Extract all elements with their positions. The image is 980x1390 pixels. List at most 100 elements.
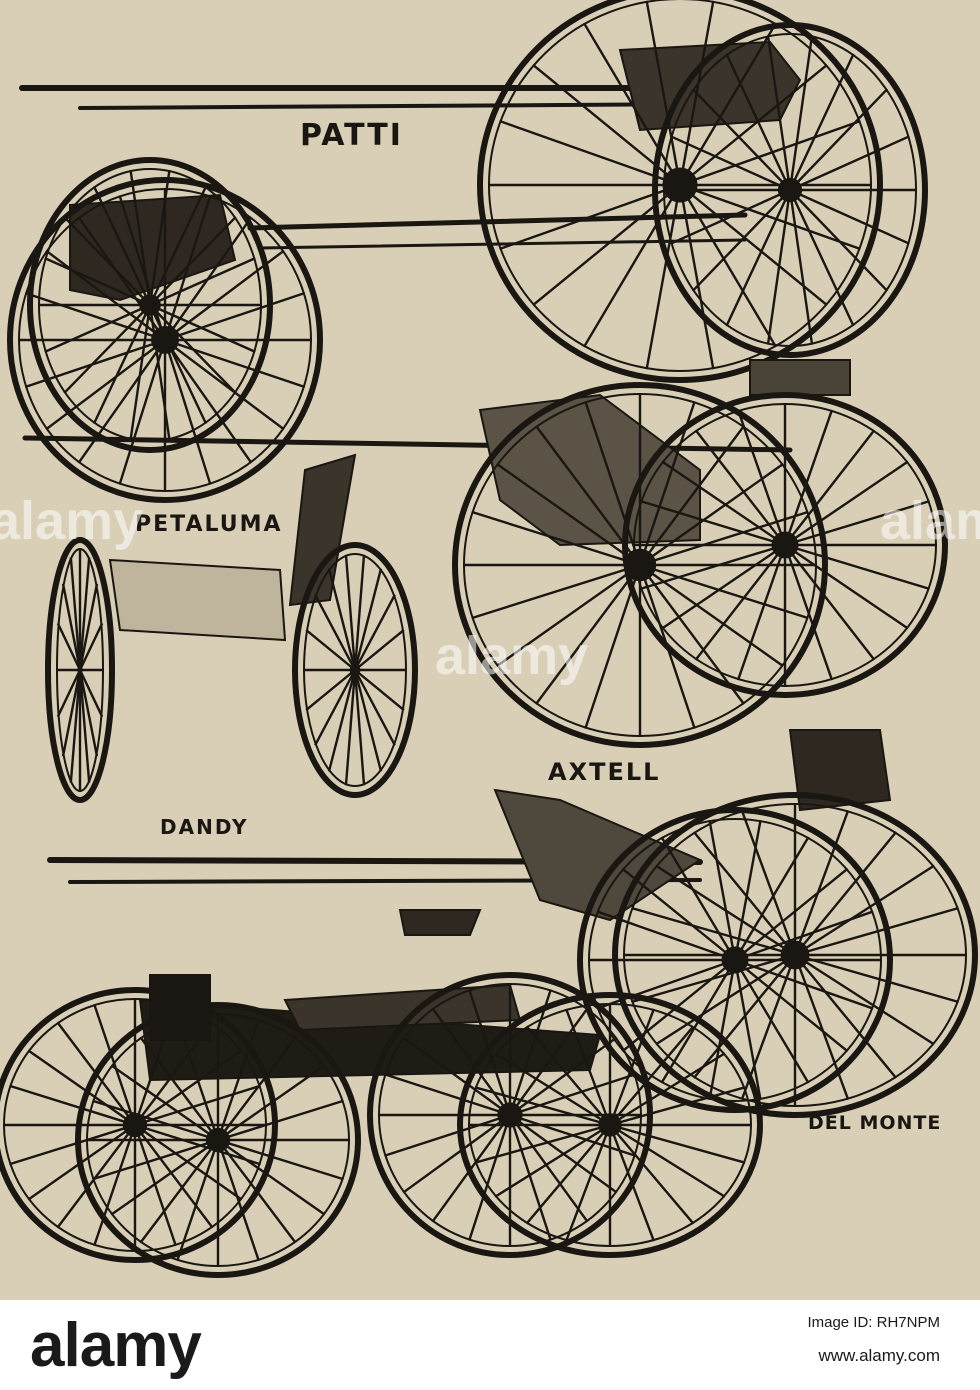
surrey-wheel-rear-right-spoke <box>216 1018 260 1141</box>
axtell-wheel-front-spoke <box>784 543 930 591</box>
surrey-wheel-front-right-spoke <box>609 1086 746 1127</box>
petaluma-wheel-rear-spoke <box>77 216 166 341</box>
delmonte-wheel-front-spoke <box>621 959 736 1053</box>
dandy-wheel-right-spoke <box>353 568 383 671</box>
dandy-wheel-left-spoke <box>78 622 104 671</box>
watermark-center: alamy <box>435 626 589 686</box>
surrey-wheel-rear-right-spoke <box>216 1139 260 1262</box>
patti-wheel-rear-hub <box>662 167 698 203</box>
petaluma-shaft-upper <box>247 212 748 231</box>
dandy-wheel-right-spoke <box>353 669 396 746</box>
label-axtell: AXTELL <box>548 758 661 786</box>
axtell-wheel-front-spoke <box>784 544 909 630</box>
delmonte-wheel-rear-spoke <box>631 906 796 957</box>
axtell-wheel-rear-spoke <box>639 563 809 620</box>
surrey-wheel-rear-right-spoke <box>92 1138 219 1181</box>
axtell-wheel-front-rim <box>622 392 948 698</box>
delmonte-wheel-rear-spoke <box>740 810 797 956</box>
surrey-wheel-rear-left-hub <box>122 1112 148 1138</box>
petaluma-wheel-front-spoke <box>129 304 152 441</box>
petaluma-wheel-front-spoke <box>92 185 152 306</box>
surrey-wheel-rear-left-spoke <box>134 1021 214 1126</box>
surrey-wheel-rear-right-spoke <box>217 1064 326 1141</box>
petaluma-wheel-front-spoke <box>148 185 208 306</box>
delmonte-wheel-front-spoke <box>621 867 736 961</box>
surrey-wheel-rear-left-spoke <box>133 1003 177 1126</box>
axtell-wheel-front-spoke <box>783 409 834 546</box>
petaluma-wheel-front-spoke <box>149 304 237 394</box>
axtell-wheel-rear-rim <box>452 382 828 748</box>
surrey-wheel-front-left-spoke <box>509 1073 636 1117</box>
petaluma-wheel-front-spoke <box>149 216 237 306</box>
surrey-wheel-front-right-spoke <box>609 1052 726 1127</box>
footer-brand-logo: alamy <box>30 1311 202 1380</box>
patti-wheel-rear-spoke <box>678 22 778 186</box>
watermark-left: alamy <box>0 491 144 551</box>
delmonte-seat <box>788 729 892 812</box>
delmonte-wheel-rear-spoke <box>794 906 959 957</box>
axtell-wheel-rear-spoke <box>471 563 641 620</box>
petaluma-wheel-rear-spoke <box>118 195 167 341</box>
dandy-wheel-left-spoke <box>78 583 99 671</box>
axtell-wheel-front-spoke <box>640 499 786 547</box>
petaluma-wheel-rear-spoke <box>163 339 212 485</box>
axtell-wheel-rear-spoke <box>639 425 745 566</box>
axtell-wheel-rear-spoke <box>535 564 641 705</box>
axtell-body <box>478 393 701 547</box>
petaluma-wheel-rear-spoke <box>164 339 285 431</box>
dandy-wheel-left-spoke <box>78 669 104 718</box>
surrey-wheel-rear-right-spoke <box>217 1036 297 1141</box>
surrey-wheel-front-left-spoke <box>508 1114 552 1241</box>
patti-wheel-front-spoke <box>789 135 910 192</box>
label-petaluma: PETALUMA <box>135 512 283 537</box>
patti-wheel-rear-spoke <box>645 0 682 186</box>
petaluma-wheel-rear-spoke <box>45 339 166 431</box>
label-del-monte: DEL MONTE <box>808 1112 942 1134</box>
surrey-wheel-front-right-spoke <box>564 1124 612 1242</box>
surrey-wheel-front-left-spoke <box>431 1007 511 1116</box>
surrey-wheel-rear-left-spoke <box>56 1124 136 1229</box>
surrey-wheel-rear-right-spoke <box>217 1099 344 1142</box>
dandy-wheel-right-hub <box>349 664 361 676</box>
petaluma-wheel-front-spoke <box>44 257 151 307</box>
petaluma-wheel-rear-spoke <box>45 249 166 341</box>
patti-wheel-front-spoke <box>725 53 792 191</box>
dandy-wheel-right-spoke <box>354 629 405 671</box>
surrey-wheel-rear-right-rim <box>75 1002 361 1278</box>
surrey-wheel-rear-left-spoke <box>134 1123 261 1166</box>
axtell-wheel-front-spoke <box>640 543 786 591</box>
patti-wheel-rear-rim <box>477 0 883 383</box>
patti-wheel-front-spoke <box>725 189 792 327</box>
delmonte-wheel-rear-spoke <box>793 810 850 956</box>
footer-image-id: Image ID: RH7NPM <box>807 1314 940 1331</box>
surrey-wheel-front-right-spoke <box>525 1025 611 1126</box>
axtell-wheel-front-spoke <box>694 544 786 661</box>
patti-wheel-front-spoke <box>670 135 791 192</box>
delmonte-wheel-front-spoke <box>733 836 810 961</box>
dandy-wheel-right-spoke <box>314 594 357 671</box>
dandy-wheel-left-spoke <box>61 583 82 671</box>
axtell-wheel-front-spoke <box>783 544 834 681</box>
petaluma-wheel-rear-spoke <box>164 338 306 389</box>
surrey-wheel-rear-left-spoke <box>27 1049 136 1126</box>
dandy-wheel-right-spoke <box>314 669 357 746</box>
delmonte-wheel-front-spoke <box>733 959 762 1101</box>
petaluma-wheel-front-hub <box>139 294 161 316</box>
surrey-wheel-front-right-spoke <box>609 1025 695 1126</box>
delmonte-wheel-front-spoke <box>708 959 737 1101</box>
surrey-wheel-rear-left-spoke <box>134 1124 243 1201</box>
surrey-wheel-rear-right-spoke <box>92 1099 219 1142</box>
axtell-wheel-rear-spoke <box>584 401 642 566</box>
surrey-wheel-front-left-spoke <box>384 1113 511 1157</box>
patti-wheel-rear-spoke <box>678 184 778 348</box>
delmonte-wheel-front-spoke <box>734 867 849 961</box>
surrey-wheel-rear-right-spoke <box>139 1139 219 1244</box>
dandy-dashboard <box>288 453 357 607</box>
patti-wheel-rear-spoke <box>582 22 682 186</box>
surrey-wheel-front-left-spoke <box>468 1114 512 1241</box>
patti-wheel-front-spoke <box>788 189 855 327</box>
patti-wheel-front-spoke <box>766 189 792 345</box>
delmonte-wheel-front-spoke <box>596 958 736 1010</box>
delmonte-wheel-rear-spoke <box>692 831 796 956</box>
carriage-engraving <box>0 0 978 1278</box>
